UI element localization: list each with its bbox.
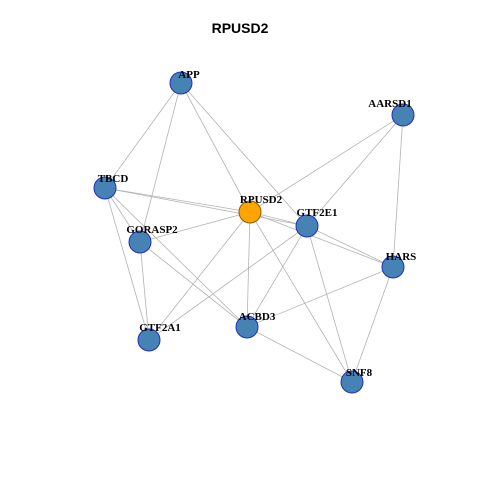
edge-gorasp2-gtf2a1 — [139, 241, 150, 341]
node-label-acbd3: ACBD3 — [239, 311, 276, 323]
node-label-aarsd1: AARSD1 — [368, 98, 411, 110]
edge-hars-acbd3 — [246, 266, 394, 328]
edge-gtf2e1-gtf2a1 — [148, 225, 308, 341]
edge-app-gtf2e1 — [180, 82, 308, 227]
edge-aarsd1-rpusd2 — [249, 114, 404, 213]
node-label-gtf2e1: GTF2E1 — [297, 207, 338, 219]
edge-app-rpusd2 — [180, 82, 251, 213]
node-label-rpusd2: RPUSD2 — [240, 194, 283, 206]
edge-gtf2e1-acbd3 — [246, 225, 308, 328]
node-rpusd2[interactable] — [238, 200, 262, 224]
edge-aarsd1-hars — [392, 114, 404, 268]
edge-tbcd-rpusd2 — [104, 187, 251, 213]
node-hars[interactable] — [381, 255, 405, 279]
edge-gtf2e1-hars — [306, 225, 394, 268]
node-circle[interactable] — [391, 103, 415, 127]
node-circle[interactable] — [381, 255, 405, 279]
edges-layer — [104, 82, 404, 383]
edge-acbd3-snf8 — [246, 326, 353, 383]
node-acbd3[interactable] — [235, 315, 259, 339]
node-app[interactable] — [169, 71, 193, 95]
edge-tbcd-acbd3 — [104, 187, 248, 328]
edge-app-gorasp2 — [139, 82, 182, 243]
edge-gtf2e1-snf8 — [306, 225, 353, 383]
node-tbcd[interactable] — [93, 176, 117, 200]
edge-hars-snf8 — [351, 266, 394, 383]
node-circle[interactable] — [340, 370, 364, 394]
edge-rpusd2-gtf2a1 — [148, 211, 251, 341]
node-label-snf8: SNF8 — [346, 367, 373, 379]
node-circle[interactable] — [235, 315, 259, 339]
node-gtf2a1[interactable] — [137, 328, 161, 352]
node-gtf2e1[interactable] — [295, 214, 319, 238]
edge-rpusd2-snf8 — [249, 211, 353, 383]
node-label-gorasp2: GORASP2 — [126, 224, 178, 236]
node-aarsd1[interactable] — [391, 103, 415, 127]
edge-aarsd1-gtf2e1 — [306, 114, 404, 227]
node-circle[interactable] — [137, 328, 161, 352]
node-label-app: APP — [178, 69, 200, 81]
node-label-gtf2a1: GTF2A1 — [139, 322, 181, 334]
node-circle[interactable] — [128, 230, 152, 254]
edge-tbcd-gtf2e1 — [104, 187, 308, 227]
edge-tbcd-gtf2a1 — [104, 187, 150, 341]
node-circle[interactable] — [93, 176, 117, 200]
edge-rpusd2-acbd3 — [246, 211, 251, 328]
edge-app-tbcd — [104, 82, 182, 189]
node-circle[interactable] — [169, 71, 193, 95]
node-label-hars: HARS — [386, 251, 417, 263]
node-gorasp2[interactable] — [128, 230, 152, 254]
graph-title: RPUSD2 — [211, 20, 269, 36]
node-circle[interactable] — [238, 200, 262, 224]
edge-gorasp2-acbd3 — [139, 241, 248, 328]
edge-rpusd2-gorasp2 — [139, 211, 251, 243]
node-circle[interactable] — [295, 214, 319, 238]
node-label-tbcd: TBCD — [98, 173, 129, 185]
node-snf8[interactable] — [340, 370, 364, 394]
edge-rpusd2-hars — [249, 211, 394, 268]
